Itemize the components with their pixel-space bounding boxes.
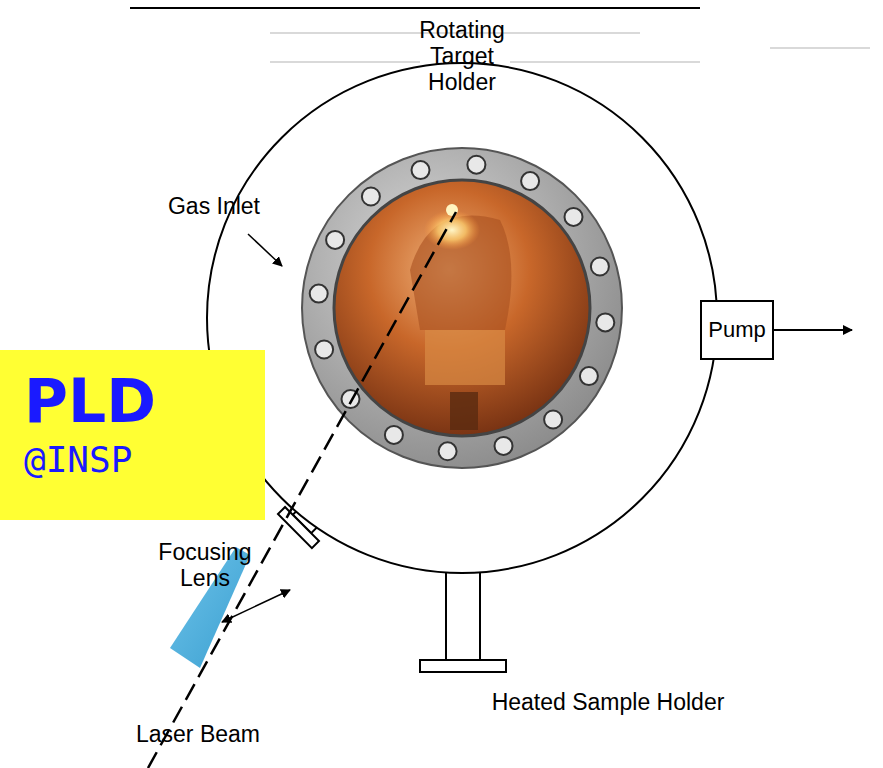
flange-bolt [521,172,539,190]
pump-box: Pump [700,300,774,360]
flange-bolt [439,442,457,460]
flange-bolt [412,161,430,179]
target-holder-label: Rotating Target Holder [397,18,527,95]
flange-bolt [385,426,403,444]
lens-label: Focusing Lens [155,540,255,592]
title-badge: PLD@INSP [0,350,265,520]
flange-bolt [315,341,333,359]
flange-bolt [591,258,609,276]
flange-bolt [326,231,344,249]
sample-holder-label: Heated Sample Holder [458,690,758,716]
pump-label: Pump [708,318,765,342]
badge-title: PLD [0,350,265,434]
flange-bolt [596,313,614,331]
badge-subtitle: @INSP [0,434,265,480]
flange-bolt [580,367,598,385]
flange-bolt [495,437,513,455]
flange-bolt [310,285,328,303]
flange-bolt [362,188,380,206]
flange-bolt [467,156,485,174]
laser-beam-label: Laser Beam [128,722,268,748]
flange-bolt [565,208,583,226]
gas-inlet-label: Gas Inlet [149,194,279,220]
flange-bolt [544,411,562,429]
